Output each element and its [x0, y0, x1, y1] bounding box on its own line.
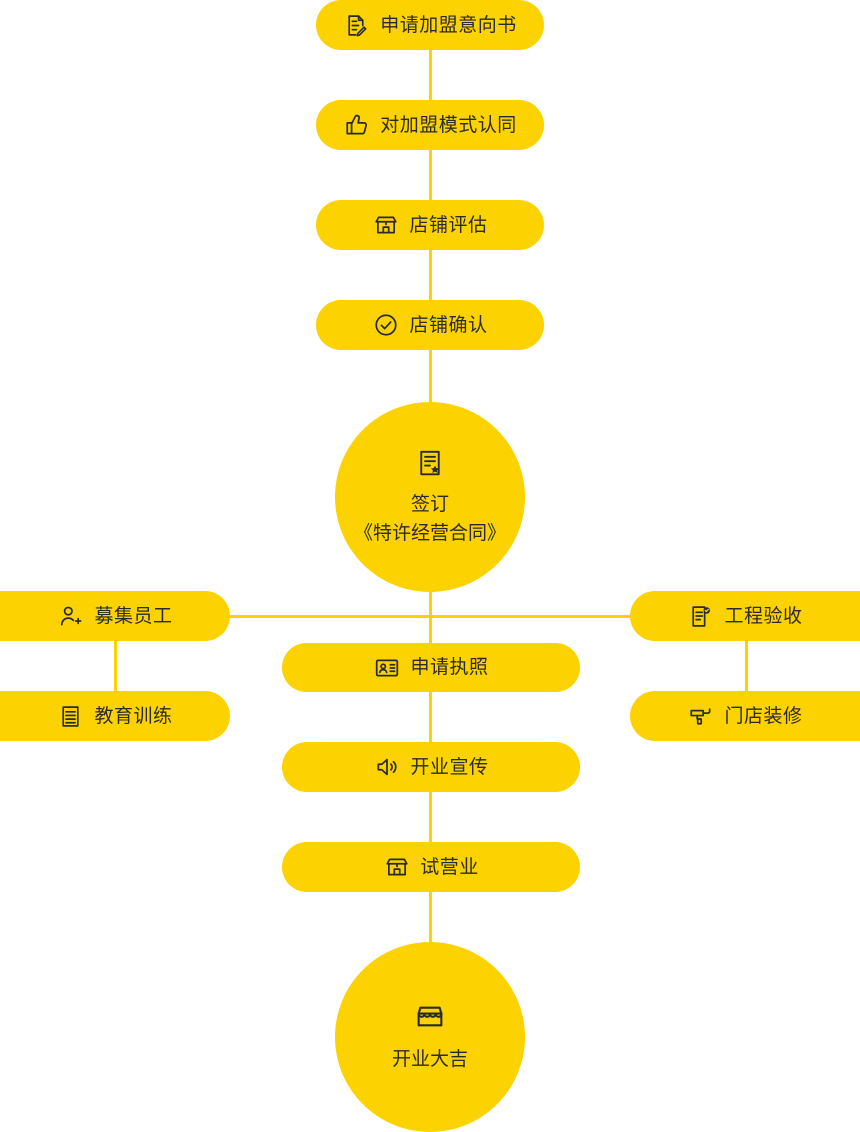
connector-trial-to-opening — [428, 892, 432, 947]
node-label: 募集员工 — [94, 605, 173, 627]
node-recruit-staff[interactable]: 募集员工 — [0, 591, 230, 641]
checklist-approve-icon — [687, 603, 714, 630]
node-grand-opening[interactable]: 开业大吉 — [335, 942, 525, 1132]
node-label: 申请加盟意向书 — [380, 14, 517, 36]
node-project-accept[interactable]: 工程验收 — [630, 591, 860, 641]
node-staff-training[interactable]: 教育训练 — [0, 691, 230, 741]
storefront-icon — [372, 212, 399, 239]
connector-recruit-to-training — [113, 641, 117, 691]
connector-intent-to-model — [428, 50, 432, 100]
node-model-agree[interactable]: 对加盟模式认同 — [316, 100, 544, 150]
node-label: 教育训练 — [94, 705, 173, 727]
contract-seal-icon — [413, 446, 447, 480]
node-label: 店铺评估 — [409, 214, 488, 236]
node-label: 对加盟模式认同 — [380, 114, 517, 136]
connector-branch-left — [228, 614, 430, 618]
check-circle-icon — [372, 312, 399, 339]
user-add-icon — [57, 603, 84, 630]
storefront-icon — [383, 854, 410, 881]
node-label-line1: 签订 — [410, 493, 449, 515]
paint-roller-icon — [687, 703, 714, 730]
node-label: 试营业 — [420, 856, 479, 878]
speaker-announce-icon — [373, 754, 400, 781]
connector-branch-right — [430, 614, 632, 618]
connector-eval-to-confirm — [428, 250, 432, 300]
connector-model-to-eval — [428, 150, 432, 200]
node-label: 开业宣传 — [410, 756, 489, 778]
node-store-confirm[interactable]: 店铺确认 — [316, 300, 544, 350]
node-intent-letter[interactable]: 申请加盟意向书 — [316, 0, 544, 50]
document-edit-icon — [343, 12, 370, 39]
connector-confirm-to-contract — [428, 350, 432, 405]
node-label: 工程验收 — [724, 605, 803, 627]
node-label: 开业大吉 — [391, 1049, 468, 1071]
list-document-icon — [57, 703, 84, 730]
node-store-decorate[interactable]: 门店装修 — [630, 691, 860, 741]
node-label-line2: 《特许经营合同》 — [353, 523, 506, 544]
node-label: 门店装修 — [724, 705, 803, 727]
shop-awning-icon — [413, 999, 447, 1033]
connector-promo-to-trial — [428, 792, 432, 842]
connector-accept-to-decorate — [744, 641, 748, 691]
node-label: 店铺确认 — [409, 314, 488, 336]
thumbs-up-icon — [343, 112, 370, 139]
id-card-icon — [373, 654, 400, 681]
node-apply-license[interactable]: 申请执照 — [282, 643, 580, 692]
node-opening-promo[interactable]: 开业宣传 — [282, 742, 580, 792]
node-sign-contract[interactable]: 签订 《特许经营合同》 — [335, 402, 525, 592]
connector-license-to-promo — [428, 692, 432, 742]
node-label: 申请执照 — [410, 657, 489, 678]
node-trial-open[interactable]: 试营业 — [282, 842, 580, 892]
node-store-eval[interactable]: 店铺评估 — [316, 200, 544, 250]
